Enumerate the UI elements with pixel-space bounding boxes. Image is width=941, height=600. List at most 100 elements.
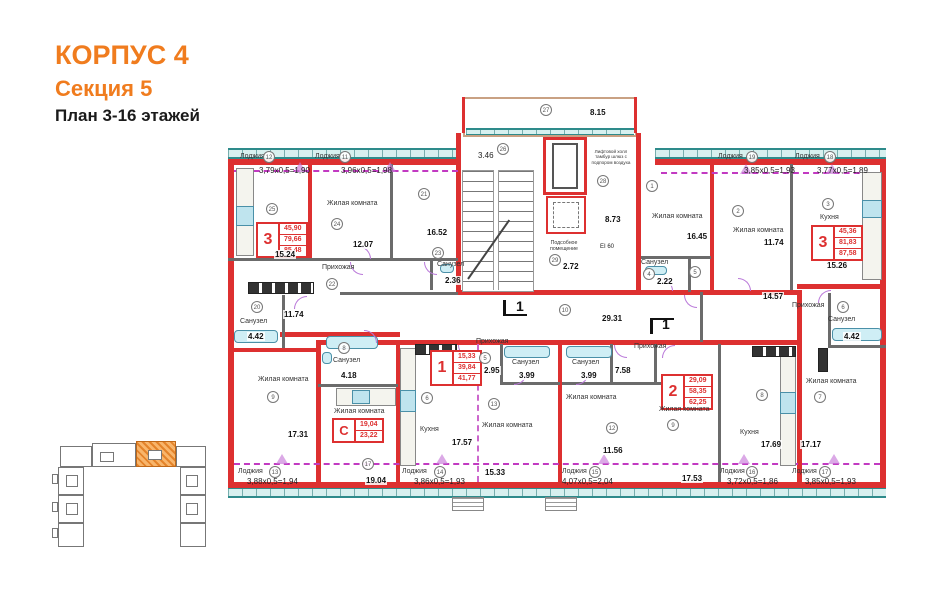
wall-segment [396, 340, 400, 482]
room-number-badge: 25 [266, 203, 278, 215]
loggia-dim: 3,85х0,5=1,93 [744, 166, 795, 175]
balcony-door-icon [384, 162, 396, 172]
room-number-badge: 26 [497, 143, 509, 155]
key-plan-balcony [100, 452, 114, 462]
kitchen-sink [862, 200, 882, 218]
door-arc [684, 295, 697, 308]
room-label: Жилая комната [652, 213, 703, 220]
wall-segment [456, 133, 461, 295]
room-area: 17.31 [287, 430, 310, 439]
room-number-badge: 29 [549, 254, 561, 266]
room-area: 17.17 [800, 440, 823, 449]
wall-segment [228, 159, 234, 488]
room-number-badge: 7 [814, 391, 826, 403]
section-title: Секция 5 [55, 76, 153, 101]
apartment-stamp: С 19,04 23,22 [332, 418, 384, 443]
kitchen-counter [862, 172, 882, 280]
entrance-steps [452, 497, 484, 511]
wall-segment [710, 164, 714, 290]
room-number-badge: 22 [326, 278, 338, 290]
stamp-value: 58,35 [685, 387, 711, 398]
partition [641, 256, 711, 259]
partition [562, 382, 662, 385]
wall-segment [634, 97, 637, 133]
room-number-badge: 11 [339, 151, 351, 163]
loggia-label: Лоджия [562, 468, 587, 475]
room-label: Прихожая [322, 264, 355, 271]
partition [500, 382, 560, 385]
room-area: 16.52 [426, 228, 449, 237]
room-area: 11.56 [602, 446, 624, 455]
key-plan-balcony [52, 528, 58, 538]
balcony-door-icon [828, 454, 840, 464]
balcony-door-icon [294, 162, 306, 172]
wall-segment [228, 482, 886, 488]
room-number-badge: 4 [643, 268, 655, 280]
balcony-door-icon [276, 454, 288, 464]
bathtub [504, 346, 550, 358]
stamp-value: 87,58 [839, 250, 857, 257]
room-area: 15.33 [484, 468, 507, 477]
loggia-dim: 3,96х0,5=1,98 [341, 166, 392, 175]
room-area: 3.99 [580, 371, 598, 380]
room-label: Жилая комната [258, 376, 309, 383]
room-label: Жилая комната [806, 378, 857, 385]
room-label: Санузел [512, 359, 540, 366]
wardrobe [752, 346, 796, 357]
wardrobe [818, 348, 828, 372]
apartment-stamp: 2 29,09 58,35 62,25 [661, 374, 713, 410]
wall-segment [280, 332, 400, 337]
kitchen-sink [352, 390, 370, 404]
key-plan-section [92, 443, 136, 467]
elevator-car [552, 143, 578, 189]
room-number-badge: 18 [824, 151, 836, 163]
loggia-line [802, 463, 880, 465]
wall-segment [880, 159, 886, 488]
partition [700, 292, 703, 342]
room-area: 11.74 [283, 310, 305, 319]
loggia-line [661, 172, 880, 174]
room-number-badge: 17 [819, 466, 831, 478]
utility-area: 2.72 [562, 262, 580, 271]
loggia-label: Лоджия [240, 153, 265, 160]
wall-segment [558, 340, 562, 482]
apartment-stamp: 1 15,33 39,84 41,77 [430, 350, 482, 386]
loggia-dim: 3,86х0,5=1,93 [414, 477, 465, 486]
loggia-dim: 3,85х0,5=1,93 [805, 477, 856, 486]
loggia-dim: 3,88х0,5=1,94 [247, 477, 298, 486]
room-number-badge: 8 [338, 342, 350, 354]
partition [610, 344, 613, 384]
loggia-dim: 3,77х0,5=1,89 [817, 166, 868, 175]
key-plan-balcony [66, 475, 78, 487]
wall-segment [228, 348, 320, 352]
partition [318, 384, 398, 387]
door-arc [738, 278, 751, 291]
room-number-badge: 5 [689, 266, 701, 278]
room-label: Прихожая [476, 338, 509, 345]
room-number-badge: 14 [434, 466, 446, 478]
room-number-badge: 19 [746, 151, 758, 163]
room-number-badge: 8 [756, 389, 768, 401]
partition [654, 344, 657, 384]
room-number-badge: 12 [606, 422, 618, 434]
key-plan-balcony [186, 475, 198, 487]
bathtub [566, 346, 612, 358]
entrance-steps [545, 497, 577, 511]
room-number-badge: 23 [432, 247, 444, 259]
room-area: 17.57 [451, 438, 474, 447]
room-number-badge: 2 [732, 205, 744, 217]
partition [282, 295, 285, 348]
partition [790, 164, 793, 290]
section-mark: 1 [662, 316, 670, 332]
room-area: 2.36 [444, 276, 462, 285]
room-number-badge: 13 [488, 398, 500, 410]
elevator-shaft [543, 137, 587, 195]
section-mark-line [650, 318, 653, 334]
building-title: КОРПУС 4 [55, 40, 189, 70]
lift-hall-label: Лифтовой холл тамбур шлюз с подпором воз… [591, 149, 631, 165]
partition [228, 258, 458, 261]
room-number-badge: 21 [418, 188, 430, 200]
partition [340, 292, 458, 295]
room-number-badge: 13 [269, 466, 281, 478]
